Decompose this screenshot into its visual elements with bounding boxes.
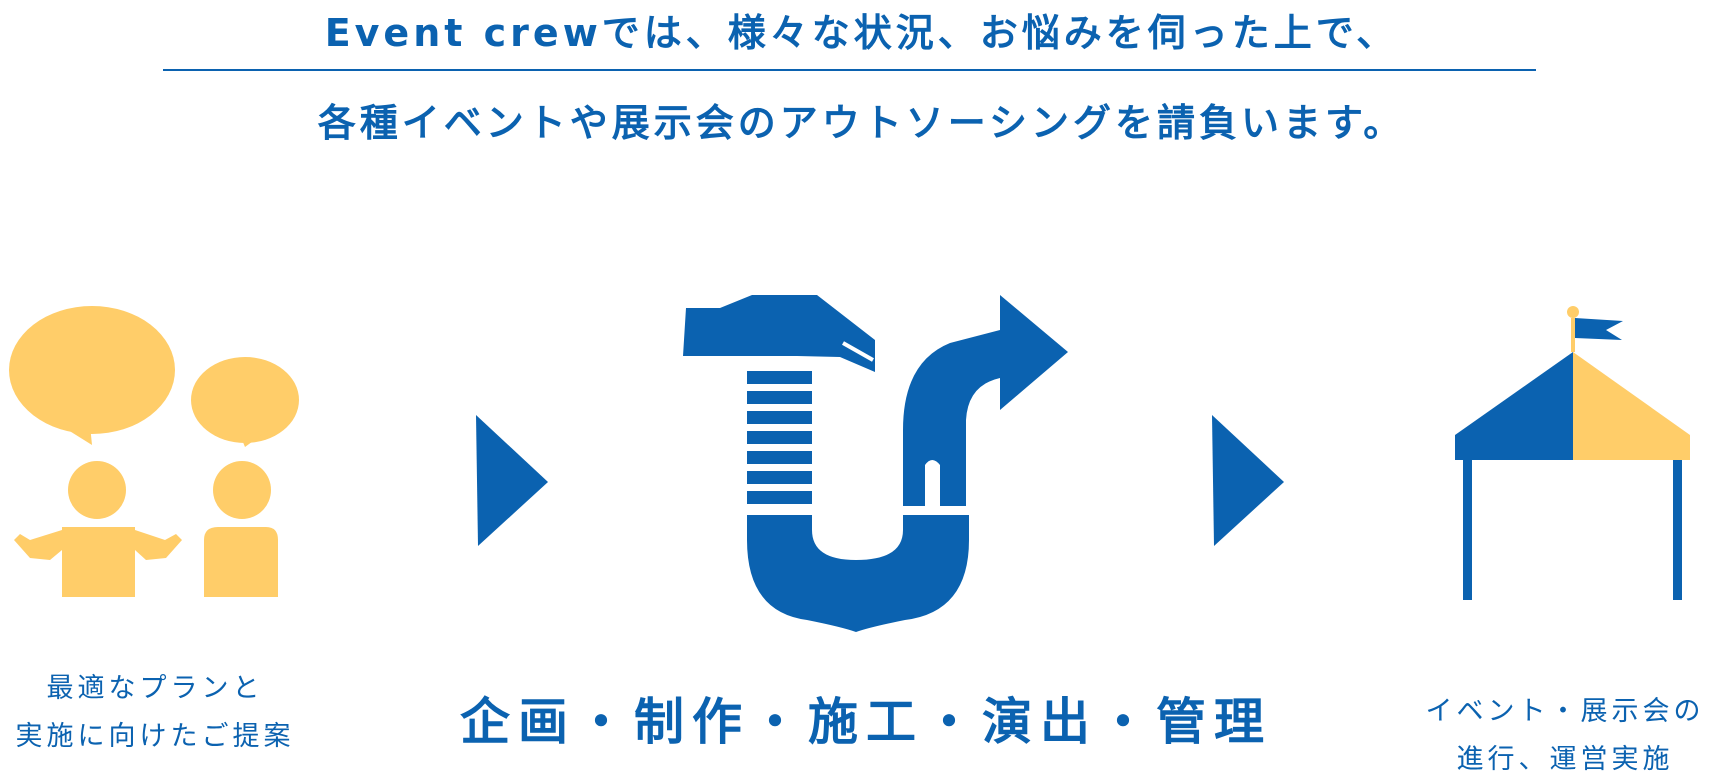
hammer-wrench-pipe-icon [683, 295, 1068, 632]
step-3-caption: イベント・展示会の 進行、運営実施 [1410, 688, 1720, 784]
step-3-caption-line-2: 進行、運営実施 [1456, 744, 1674, 775]
headline-line-2: 各種イベントや展示会のアウトソーシングを請負います。 [317, 101, 1406, 145]
step-1-caption-line-1: 最適なプランと [46, 673, 264, 704]
headline-divider [163, 69, 1536, 71]
step-1-caption: 最適なプランと 実施に向けたご提案 [0, 665, 310, 761]
step-3-caption-line-1: イベント・展示会の [1425, 696, 1705, 727]
step-arrow-1 [476, 415, 548, 546]
event-tent-icon [1455, 306, 1690, 600]
step-2-caption: 企画・制作・施工・演出・管理 [460, 693, 1272, 751]
headline-line-1: Event crewでは、様々な状況、お悩みを伺った上で、 [324, 11, 1399, 55]
step-1-caption-line-2: 実施に向けたご提案 [15, 721, 295, 752]
consultation-people-icon [9, 306, 299, 597]
step-arrow-2 [1212, 415, 1284, 546]
